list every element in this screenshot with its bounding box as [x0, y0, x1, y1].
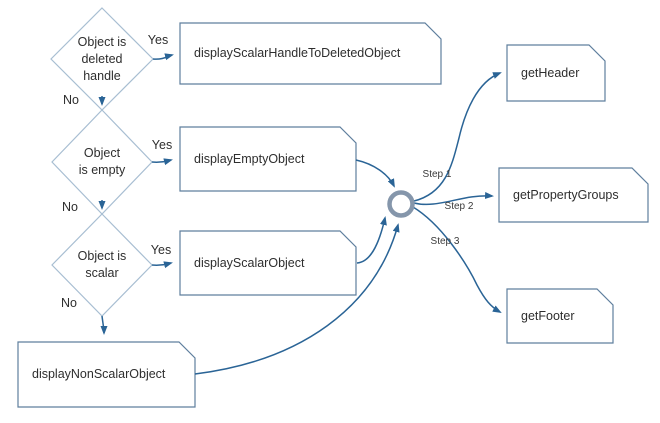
edge-label-no-2: No — [62, 200, 78, 214]
edge-is-scalar-yes — [151, 261, 173, 269]
decision-label-deleted-handle: Object is deleted handle — [77, 34, 127, 83]
edge-empty-object-to-junction — [355, 159, 395, 188]
edge-label-step-2: Step 2 — [444, 201, 474, 212]
edge-step1-to-get-header — [413, 72, 502, 202]
edge-is-empty-yes — [151, 158, 173, 166]
process-label-display-scalar-handle-to-deleted-object: displayScalarHandleToDeletedObject — [194, 46, 401, 60]
process-label-display-scalar-object: displayScalarObject — [194, 255, 305, 270]
process-label-get-header: getHeader — [521, 65, 580, 80]
edge-step2-to-get-property-groups — [413, 192, 494, 206]
edge-step3-to-get-footer — [412, 206, 502, 313]
edge-is-scalar-no — [100, 315, 108, 335]
edge-non-scalar-object-to-junction — [194, 223, 400, 375]
process-label-display-non-scalar-object: displayNonScalarObject — [32, 367, 166, 381]
process-label-display-empty-object: displayEmptyObject — [194, 151, 305, 166]
edge-label-step-3: Step 3 — [430, 236, 460, 247]
process-box-get-header — [506, 44, 606, 102]
process-label-get-property-groups: getPropertyGroups — [513, 187, 619, 202]
edge-label-yes-3: Yes — [150, 243, 172, 257]
process-box-display-scalar-object — [179, 230, 357, 296]
edge-label-yes-1: Yes — [147, 33, 169, 47]
edge-deleted-handle-yes — [152, 53, 174, 61]
process-label-get-footer: getFooter — [521, 308, 575, 323]
process-box-display-non-scalar-object — [17, 341, 196, 408]
edge-label-yes-2: Yes — [151, 138, 173, 152]
decision-label-is-scalar: Object is scalar — [77, 249, 127, 280]
edge-scalar-object-to-junction — [356, 216, 387, 264]
process-box-display-scalar-handle-to-deleted-object — [179, 22, 442, 85]
process-box-get-footer — [506, 288, 614, 344]
process-box-get-property-groups — [498, 167, 649, 223]
edge-label-no-3: No — [61, 296, 77, 310]
junction-circle — [387, 190, 415, 218]
decision-label-is-empty: Object is empty — [78, 146, 126, 177]
edge-label-no-1: No — [63, 93, 79, 107]
process-box-display-empty-object — [179, 126, 357, 192]
edge-label-step-1: Step 1 — [422, 169, 452, 180]
